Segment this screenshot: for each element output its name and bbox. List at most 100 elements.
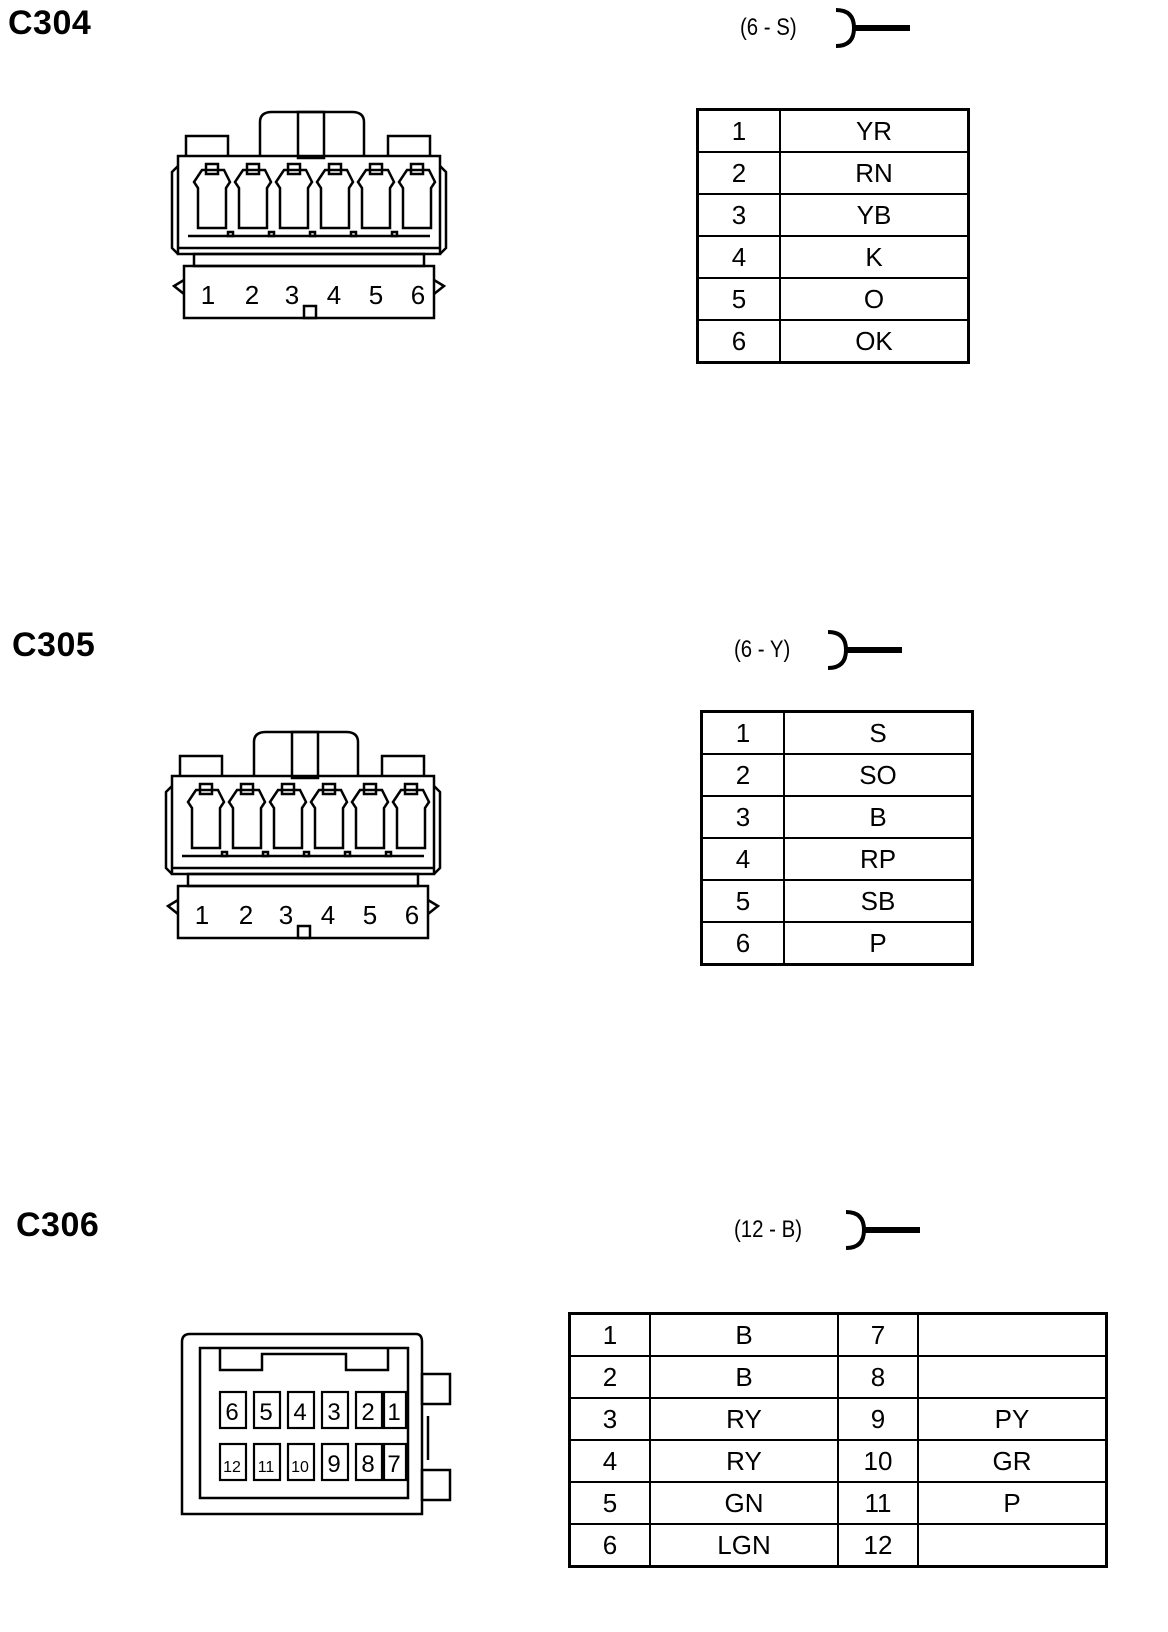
pin-number: 2	[568, 1355, 651, 1399]
connector-title-c304: C304	[8, 4, 92, 42]
terminal-cavity	[354, 1390, 384, 1430]
terminal-cavity	[252, 1390, 282, 1430]
pin-label: 3	[327, 1399, 340, 1426]
wire-color: YB	[779, 193, 970, 237]
wire-color: OK	[779, 319, 970, 364]
terminal-latch	[280, 782, 296, 796]
wire-color: SO	[783, 753, 974, 797]
pin-label: 8	[361, 1451, 374, 1478]
wire-color: RY	[649, 1439, 839, 1483]
terminal-cavity	[252, 1442, 282, 1482]
terminal-cavity	[320, 1442, 350, 1482]
pin-label: 9	[327, 1451, 340, 1478]
terminal-cavity	[391, 788, 431, 850]
terminal-latch	[409, 162, 425, 176]
terminal-notch	[226, 230, 235, 238]
pin-number: 6	[700, 921, 785, 966]
wire-color: GR	[917, 1439, 1108, 1483]
pin-number: 2	[700, 753, 785, 797]
terminal-latch	[198, 782, 214, 796]
table-row: 1 B 7	[568, 1312, 1108, 1357]
pin-label: 5	[363, 900, 377, 930]
terminal-cavity	[356, 168, 396, 230]
connector-face-c306: 6 5 4 3 2 1 12 11 10 9 8 7	[180, 1332, 452, 1516]
wire-color: O	[779, 277, 970, 321]
pin-number: 5	[696, 277, 781, 321]
pin-number: 9	[837, 1397, 919, 1441]
table-row: 2 B 8	[568, 1355, 1108, 1399]
pin-number: 10	[837, 1439, 919, 1483]
terminal-cavity	[382, 1390, 408, 1430]
wire-color: LGN	[649, 1523, 839, 1568]
terminal-cavity	[233, 168, 273, 230]
pin-label: 3	[279, 900, 293, 930]
pin-label: 6	[225, 1399, 238, 1426]
wire-color: RN	[779, 151, 970, 195]
terminal-latch	[321, 782, 337, 796]
wire-color: SB	[783, 879, 974, 923]
connector-code-c306: (12 - B)	[734, 1216, 803, 1243]
pin-label: 6	[405, 900, 419, 930]
pin-number: 4	[568, 1439, 651, 1483]
terminal-cavity	[268, 788, 308, 850]
pin-label: 6	[411, 280, 425, 310]
terminal-latch	[245, 162, 261, 176]
pin-number: 5	[700, 879, 785, 923]
terminal-cavity	[186, 788, 226, 850]
terminal-cavity	[315, 168, 355, 230]
wire-color: RP	[783, 837, 974, 881]
terminal-latch	[286, 162, 302, 176]
pin-label: 2	[239, 900, 253, 930]
terminal-cavity	[227, 788, 267, 850]
wire-color: B	[649, 1355, 839, 1399]
pin-label: 1	[387, 1399, 400, 1426]
terminal-cavity	[309, 788, 349, 850]
terminal-cavity	[286, 1442, 316, 1482]
pin-label: 7	[387, 1451, 400, 1478]
terminal-notch	[267, 230, 276, 238]
pin-label: 2	[245, 280, 259, 310]
pin-number: 3	[568, 1397, 651, 1441]
wire-color: GN	[649, 1481, 839, 1525]
plug-symbol-icon	[827, 630, 902, 670]
pin-number: 6	[568, 1523, 651, 1568]
pin-label: 1	[195, 900, 209, 930]
terminal-cavity	[192, 168, 232, 230]
wire-color: S	[783, 710, 974, 755]
terminal-notch	[349, 230, 358, 238]
pin-number: 12	[837, 1523, 919, 1568]
terminal-latch	[368, 162, 384, 176]
wire-color: B	[649, 1312, 839, 1357]
table-row: 4 RY 10 GR	[568, 1439, 1108, 1483]
pin-label: 3	[285, 280, 299, 310]
wire-color	[917, 1523, 1108, 1568]
pin-number: 1	[696, 108, 781, 153]
pin-label: 5	[369, 280, 383, 310]
pin-number: 1	[700, 710, 785, 755]
wire-color	[917, 1312, 1108, 1357]
wire-color: P	[783, 921, 974, 966]
terminal-cavity	[350, 788, 390, 850]
pin-number: 8	[837, 1355, 919, 1399]
connector-title-c305: C305	[12, 626, 96, 664]
pin-number: 3	[696, 193, 781, 237]
plug-symbol-icon	[835, 8, 910, 48]
terminal-latch	[403, 782, 419, 796]
wire-color: PY	[917, 1397, 1108, 1441]
pin-number: 4	[696, 235, 781, 279]
terminal-cavity	[286, 1390, 316, 1430]
terminal-notch	[343, 850, 352, 858]
terminal-notch	[384, 850, 393, 858]
pin-label: 4	[293, 1399, 306, 1426]
pin-number: 7	[837, 1312, 919, 1357]
terminal-latch	[362, 782, 378, 796]
pin-label: 4	[327, 280, 341, 310]
connector-face-c305: 1 2 3 4 5 6	[164, 730, 442, 940]
